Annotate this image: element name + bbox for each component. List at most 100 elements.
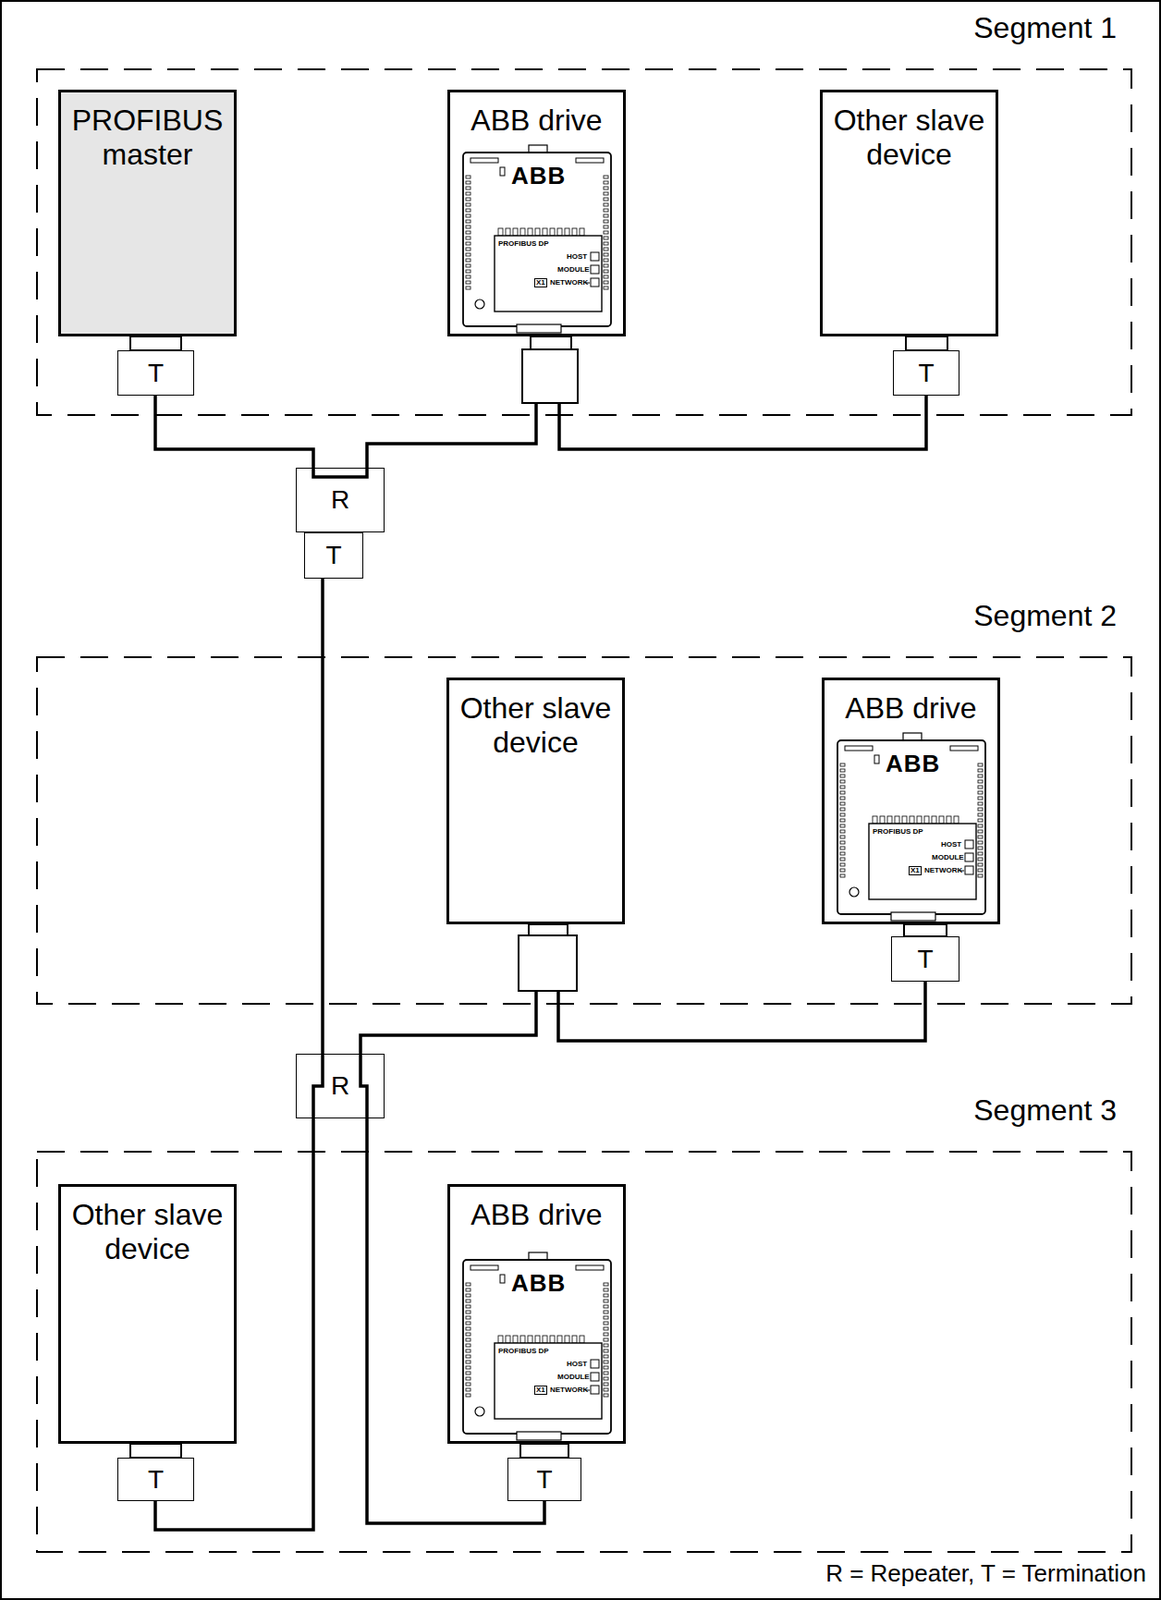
vent-fin: [977, 813, 983, 817]
bus-connector: [130, 336, 182, 351]
bus-connector: [905, 336, 948, 351]
led-label: NETWORK: [549, 1386, 588, 1394]
segment-region: Segment 3Other slave deviceABB driveABBP…: [36, 1150, 1133, 1553]
led-label: HOST: [941, 841, 962, 849]
vent-fin: [840, 818, 845, 822]
vent-fin: [840, 769, 845, 772]
vent-fin: [465, 275, 471, 279]
vent-fin: [977, 763, 983, 767]
vent-fin: [465, 247, 471, 251]
vent-fin: [603, 181, 609, 184]
vent-fin: [603, 236, 609, 240]
vent-fin: [465, 1360, 471, 1364]
vent-fin: [603, 1377, 609, 1381]
vent-fin: [465, 1327, 471, 1331]
drive-box: ABB driveABBPROFIBUS DPHOSTMODULEX1NETWO…: [447, 89, 626, 337]
vent-fin: [465, 208, 471, 212]
segment-region: Segment 2Other slave deviceABB driveABBP…: [36, 656, 1133, 1005]
vent-fin: [977, 802, 983, 806]
vent-fin: [977, 796, 983, 800]
bus-cable: [558, 924, 926, 1041]
board-pin: [557, 228, 563, 236]
module-slot: [470, 158, 499, 163]
bus-cable: [360, 924, 537, 1054]
vent-fin: [603, 1349, 609, 1353]
vent-fin: [603, 247, 609, 251]
vent-fin: [465, 1338, 471, 1342]
symbol-letter: R: [330, 1073, 350, 1100]
led-label: NETWORK: [549, 279, 588, 287]
segment-dashed-border: [36, 1151, 1132, 1553]
board-pin: [887, 816, 893, 824]
board-pin: [520, 228, 526, 236]
vent-fin: [465, 231, 471, 234]
vent-fin: [603, 258, 609, 262]
bus-connector: [518, 935, 577, 991]
board-pin: [535, 228, 540, 236]
vent-fin: [603, 286, 609, 290]
symbol-letter: T: [916, 946, 933, 973]
board-pin: [572, 228, 577, 236]
module-indicator: [500, 167, 505, 176]
vent-fin: [603, 186, 609, 190]
vent-fin: [603, 225, 609, 229]
legend-note: R = Repeater, T = Termination: [825, 1561, 1147, 1586]
vent-fin: [977, 824, 983, 828]
vent-fin: [465, 1299, 471, 1303]
vent-fin: [840, 852, 845, 856]
status-led: [590, 1359, 599, 1369]
led-label: HOST: [566, 253, 587, 261]
vent-fin: [465, 264, 471, 268]
module-housing: [837, 740, 986, 915]
module-slot: [470, 1265, 499, 1271]
vent-fin: [603, 1382, 609, 1386]
vent-fin: [977, 791, 983, 795]
vent-fin: [465, 1388, 471, 1392]
vent-fin: [603, 197, 609, 201]
vent-fin: [465, 242, 471, 245]
vent-fin: [603, 203, 609, 207]
led-label: NETWORK: [924, 867, 963, 875]
vent-fin: [465, 1321, 471, 1325]
vent-fin: [465, 1366, 471, 1369]
board-pin: [505, 228, 511, 236]
fixing-screw: [475, 1406, 485, 1417]
drive-box: ABB driveABBPROFIBUS DPHOSTMODULEX1NETWO…: [447, 1184, 626, 1444]
vent-fin: [603, 275, 609, 279]
vent-fin: [977, 863, 983, 867]
board-pin: [520, 1335, 526, 1344]
fieldbus-adapter: [494, 1343, 602, 1419]
segment-heading: Segment 1: [973, 12, 1117, 45]
board-pin: [498, 228, 503, 236]
board-pin: [939, 816, 944, 824]
vent-fin: [603, 264, 609, 268]
slave-box: Other slave device: [446, 677, 625, 925]
module-indicator: [500, 1274, 505, 1284]
board-label: PROFIBUS DP: [498, 1347, 550, 1356]
board-pin: [535, 1335, 540, 1344]
board-pin: [579, 1335, 585, 1344]
dsub-connector: [891, 912, 936, 921]
vent-fin: [603, 214, 609, 218]
status-led: [590, 1385, 599, 1394]
led-label: MODULE: [931, 854, 965, 862]
led-label: HOST: [566, 1360, 587, 1369]
vent-fin: [840, 802, 845, 806]
vent-fin: [465, 181, 471, 184]
vent-fin: [603, 1393, 609, 1397]
module-slot: [575, 1265, 604, 1271]
vent-fin: [603, 1327, 609, 1331]
board-pin: [902, 816, 907, 824]
vent-fin: [465, 1349, 471, 1353]
board-pin: [579, 228, 585, 236]
repeater-box: R: [295, 467, 385, 533]
vent-fin: [840, 791, 845, 795]
vent-fin: [603, 253, 609, 257]
module-indicator: [874, 755, 880, 764]
vent-fin: [465, 286, 471, 290]
vent-fin: [603, 1338, 609, 1342]
board-pin: [894, 816, 900, 824]
fixing-screw: [849, 887, 859, 897]
vent-fin: [840, 807, 845, 811]
